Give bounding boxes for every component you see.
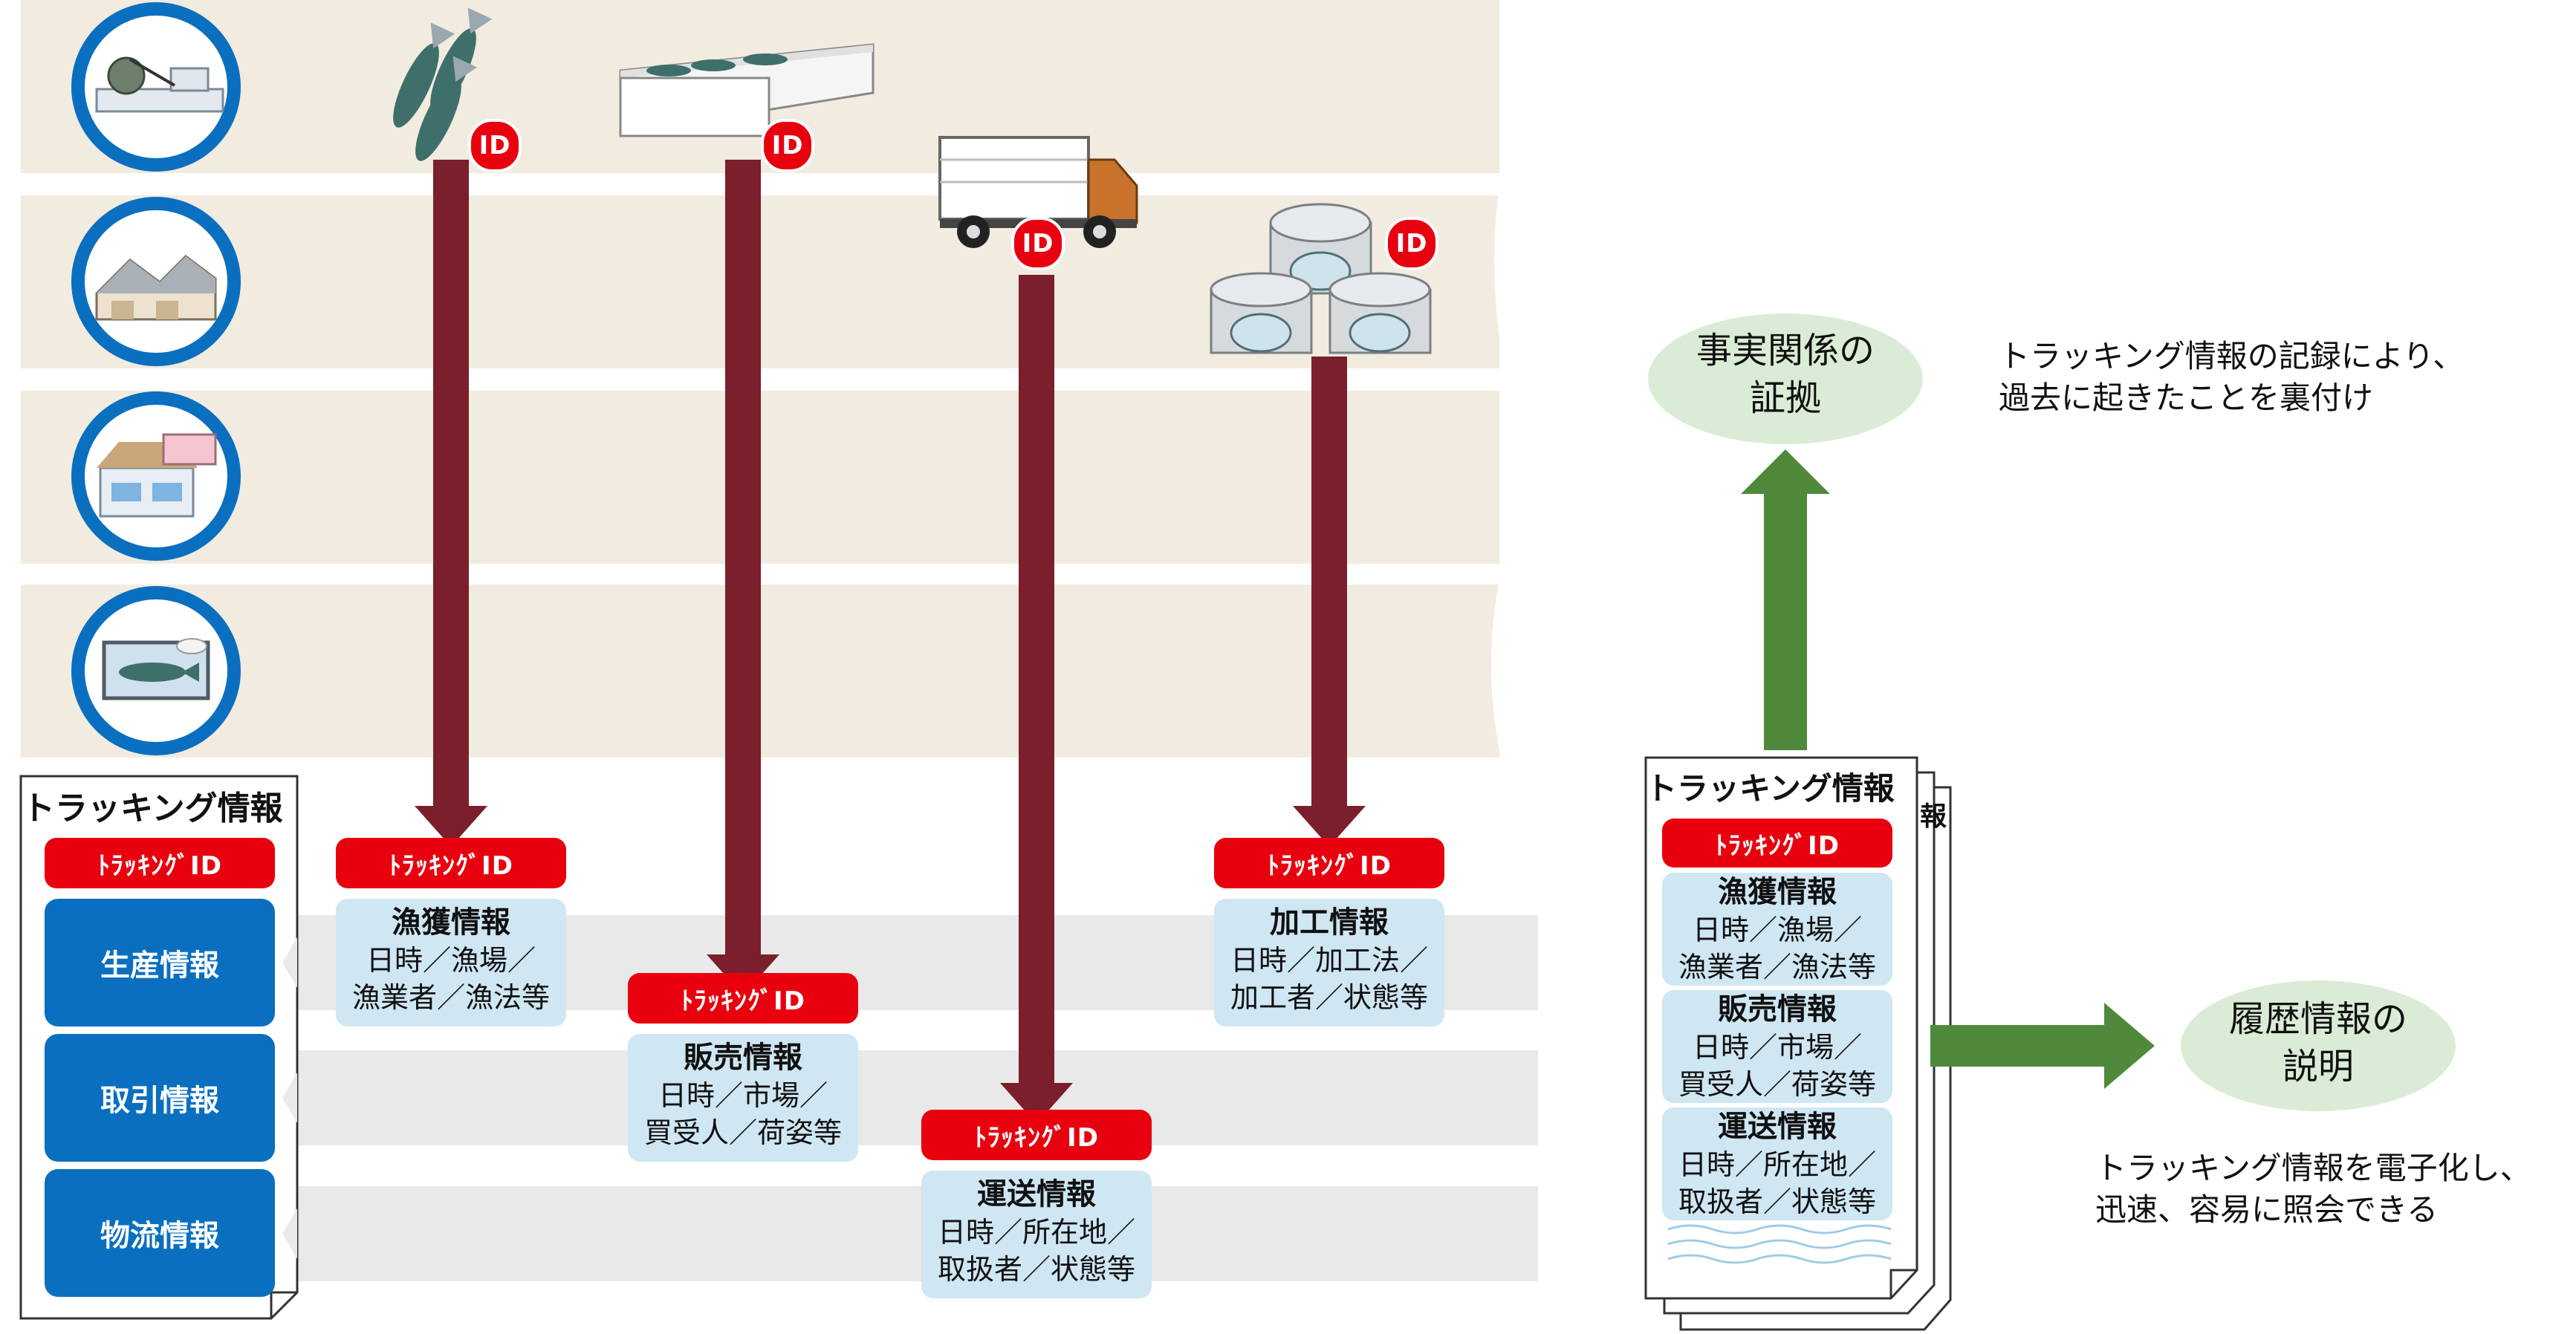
stage-transport-line2: 取扱者／状態等 <box>937 1253 1135 1286</box>
document-section-fishing: 漁獲情報 日時／漁場／ 漁業者／漁法等 <box>1662 873 1892 986</box>
history-note-line1: トラッキング情報を電子化し、 <box>2095 1150 2531 1186</box>
stage-sales-id: ﾄﾗｯｷﾝｸﾞID <box>628 973 858 1024</box>
stage-processing-line2: 加工者／状態等 <box>1230 981 1428 1014</box>
item-id-tag-crate: ID <box>761 119 814 172</box>
arrow-sales <box>707 160 779 995</box>
fish-icon <box>393 7 493 161</box>
stage-processing-info: 加工情報 日時／加工法／ 加工者／状態等 <box>1214 899 1444 1026</box>
arrow-transport <box>1000 275 1073 1124</box>
stage-sales-line1: 日時／市場／ <box>658 1079 828 1112</box>
stage-transport-id: ﾄﾗｯｷﾝｸﾞID <box>921 1110 1152 1160</box>
stage-transport-info: 運送情報 日時／所在地／ 取扱者／状態等 <box>921 1171 1152 1298</box>
arrow-up-evidence <box>1741 449 1830 750</box>
stage-processing-line1: 日時／加工法／ <box>1230 944 1428 977</box>
stage-fishing-id: ﾄﾗｯｷﾝｸﾞID <box>336 838 566 888</box>
document-section-sales-line2: 買受人／荷姿等 <box>1678 1068 1876 1101</box>
band-transaction <box>282 1050 1538 1145</box>
stage-fishing-name: 漁獲情報 <box>392 905 510 940</box>
category-transaction: 取引情報 <box>45 1034 275 1162</box>
stage-sales-line2: 買受人／荷姿等 <box>643 1116 842 1149</box>
evidence-note: トラッキング情報の記録により、 過去に起きたことを裏付け <box>1999 336 2534 419</box>
lane-edge <box>1490 0 1531 758</box>
item-id-tag-fish: ID <box>468 119 522 172</box>
tracking-panel-title: トラッキング情報 <box>22 790 283 827</box>
truck-icon <box>938 136 1138 248</box>
evidence-label-line2: 証拠 <box>1749 377 1821 419</box>
document-section-transport-name: 運送情報 <box>1718 1110 1837 1144</box>
arrow-fishing <box>415 160 487 847</box>
stage-processing-id: ﾄﾗｯｷﾝｸﾞID <box>1214 838 1444 888</box>
band-logistics <box>282 1186 1538 1281</box>
stage-sales-info: 販売情報 日時／市場／ 買受人／荷姿等 <box>628 1034 858 1162</box>
item-id-tag-truck: ID <box>1011 217 1065 270</box>
stage-sales-name: 販売情報 <box>684 1041 802 1075</box>
history-note-line2: 迅速、容易に照会できる <box>2095 1191 2439 1228</box>
document-section-fishing-name: 漁獲情報 <box>1718 875 1837 909</box>
stage-fishing-line2: 漁業者／漁法等 <box>351 981 550 1014</box>
document-back-title: 報 <box>1919 801 1947 832</box>
evidence-note-line2: 過去に起きたことを裏付け <box>1999 380 2374 416</box>
stage-fishing-info: 漁獲情報 日時／漁場／ 漁業者／漁法等 <box>336 899 566 1026</box>
arrow-processing <box>1293 357 1366 847</box>
fish-package-icon <box>71 586 241 755</box>
stage-transport-line1: 日時／所在地／ <box>937 1216 1135 1249</box>
document-section-fishing-line2: 漁業者／漁法等 <box>1678 951 1876 983</box>
document-section-sales-name: 販売情報 <box>1718 992 1837 1026</box>
history-ellipse <box>2181 980 2456 1111</box>
canned-fish-icon <box>1210 203 1432 354</box>
evidence-ellipse <box>1648 313 1923 444</box>
document-section-sales: 販売情報 日時／市場／ 買受人／荷姿等 <box>1662 990 1892 1103</box>
history-label-line2: 説明 <box>2282 1046 2354 1087</box>
arrow-right-history <box>1930 1003 2155 1089</box>
evidence-label-line1: 事実関係の <box>1696 330 1875 371</box>
evidence-label: 事実関係の 証拠 <box>1648 327 1923 422</box>
fishing-boat-icon <box>71 2 241 172</box>
category-production: 生産情報 <box>45 899 275 1026</box>
stage-processing-name: 加工情報 <box>1270 905 1389 940</box>
document-section-transport: 運送情報 日時／所在地／ 取扱者／状態等 <box>1662 1107 1892 1220</box>
document-section-transport-line1: 日時／所在地／ <box>1678 1148 1876 1181</box>
shop-icon <box>71 391 241 561</box>
category-logistics: 物流情報 <box>45 1169 275 1297</box>
document-id: ﾄﾗｯｷﾝｸﾞID <box>1662 819 1892 868</box>
evidence-note-line1: トラッキング情報の記録により、 <box>1999 338 2465 374</box>
document-section-transport-line2: 取扱者／状態等 <box>1678 1185 1876 1218</box>
document-section-fishing-line1: 日時／漁場／ <box>1692 914 1862 946</box>
history-label: 履歴情報の 説明 <box>2181 995 2456 1090</box>
history-note: トラッキング情報を電子化し、 迅速、容易に照会できる <box>2095 1148 2571 1231</box>
document-title: トラッキング情報 <box>1646 770 1895 807</box>
stage-fishing-line1: 日時／漁場／ <box>366 944 536 977</box>
stage-transport-name: 運送情報 <box>977 1177 1096 1211</box>
fish-crate-icon <box>619 43 875 137</box>
factory-icon <box>71 197 241 366</box>
document-section-sales-line1: 日時／市場／ <box>1692 1031 1862 1064</box>
tracking-panel-id: ﾄﾗｯｷﾝｸﾞID <box>45 838 275 888</box>
history-label-line1: 履歴情報の <box>2228 998 2407 1040</box>
item-id-tag-can: ID <box>1385 217 1438 270</box>
